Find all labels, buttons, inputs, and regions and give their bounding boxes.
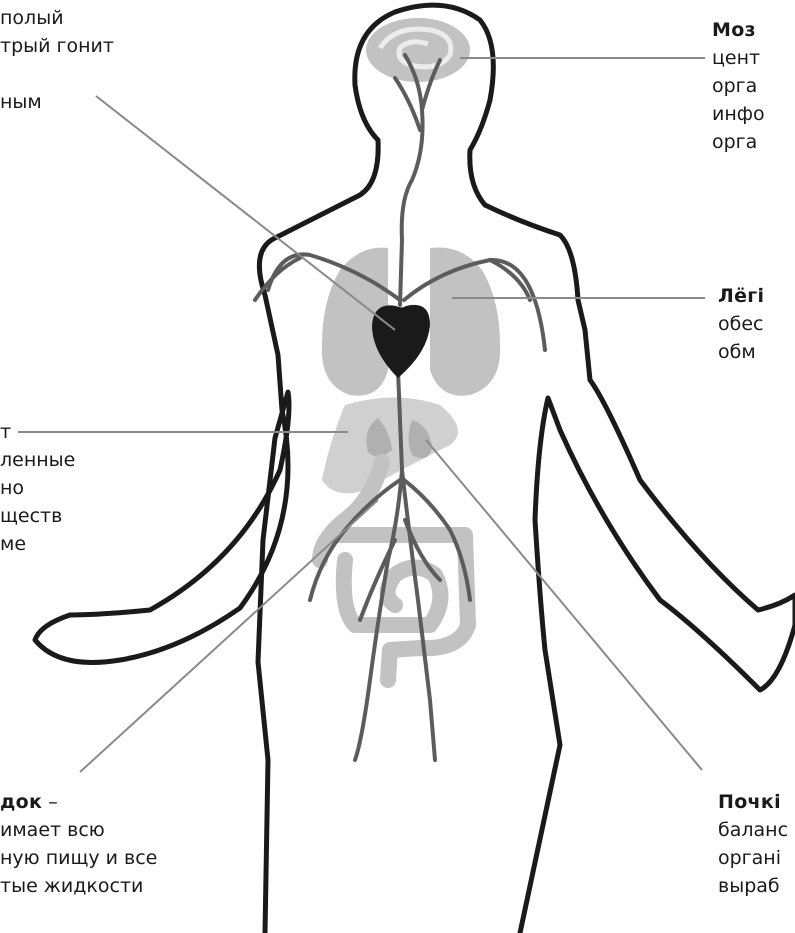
- brain-label-line-3: инфо: [712, 100, 765, 128]
- stomach-label-line-2: ную пищу и все: [0, 844, 157, 872]
- kidneys-label-line-3: выраб: [718, 872, 788, 900]
- intestines-shape: [320, 462, 468, 680]
- stomach-label-title: док: [0, 791, 42, 813]
- kidneys-label-line-2: органі: [718, 844, 788, 872]
- heart-label-line-4: ным: [0, 88, 114, 116]
- stomach-label-title-row: док –: [0, 788, 157, 816]
- heart-label-line-3: [0, 60, 114, 88]
- kidneys-label-line-1: баланс: [718, 816, 788, 844]
- pointer-stomach: [80, 500, 378, 772]
- kidneys-label: Почкі баланс органі выраб: [718, 788, 788, 900]
- brain-label-title: Моз: [712, 16, 765, 44]
- brain-shape: [366, 18, 470, 82]
- liver-label: т ленные но ществ ме: [0, 418, 75, 558]
- heart-label-line-2: трый гонит: [0, 32, 114, 60]
- liver-label-line-3: но: [0, 474, 75, 502]
- brain-label: Моз цент орга инфо орга: [712, 16, 765, 156]
- brain-label-line-2: орга: [712, 72, 765, 100]
- lungs-label: Лёгі обес обм: [718, 282, 764, 366]
- heart-label-line-1: полый: [0, 4, 114, 32]
- liver-label-line-4: ществ: [0, 502, 75, 530]
- stomach-label: док – имает всю ную пищу и все тые жидко…: [0, 788, 157, 900]
- lungs-label-title: Лёгі: [718, 282, 764, 310]
- stomach-label-line-3: тые жидкости: [0, 872, 157, 900]
- pointer-heart: [96, 96, 395, 330]
- brain-label-line-4: орга: [712, 128, 765, 156]
- lungs-label-line-1: обес: [718, 310, 764, 338]
- lungs-label-line-2: обм: [718, 338, 764, 366]
- heart-label: полый трый гонит ным: [0, 4, 114, 116]
- brain-label-line-1: цент: [712, 44, 765, 72]
- liver-label-line-1: т: [0, 418, 75, 446]
- kidneys-label-title: Почкі: [718, 788, 788, 816]
- stomach-label-dash: –: [42, 791, 58, 813]
- liver-label-line-5: ме: [0, 530, 75, 558]
- liver-label-line-2: ленные: [0, 446, 75, 474]
- stomach-label-line-1: имает всю: [0, 816, 157, 844]
